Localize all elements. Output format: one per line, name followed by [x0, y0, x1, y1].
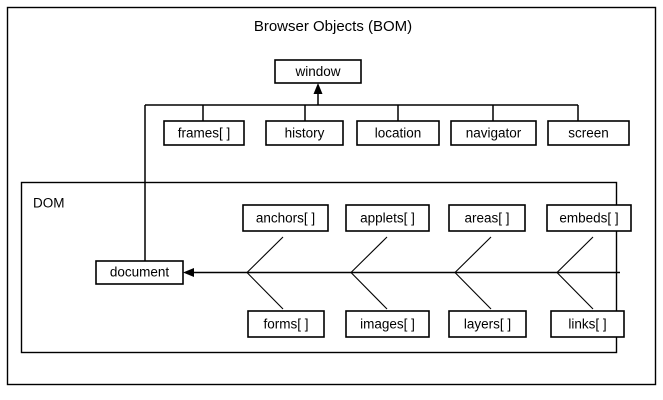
node-layers[interactable]: layers[ ] — [448, 310, 527, 338]
node-layers-box — [448, 310, 527, 338]
node-history-box — [265, 120, 344, 146]
edge-applets-to-spine — [350, 236, 388, 273]
node-anchors[interactable]: anchors[ ] — [242, 204, 329, 232]
node-screen-label: screen — [568, 126, 609, 141]
node-frames-label: frames[ ] — [178, 126, 231, 141]
node-areas-box — [448, 204, 526, 232]
node-embeds-box — [546, 204, 632, 232]
node-screen[interactable]: screen — [547, 120, 630, 146]
node-frames[interactable]: frames[ ] — [163, 120, 245, 146]
node-forms-box — [247, 310, 325, 338]
node-location-label: location — [375, 126, 422, 141]
edge-areas-to-spine — [454, 236, 492, 273]
node-images-label: images[ ] — [360, 317, 415, 332]
node-navigator[interactable]: navigator — [450, 120, 537, 146]
dom-group-label: DOM — [33, 196, 65, 211]
node-links-box — [550, 310, 625, 338]
arrowhead-window — [313, 83, 323, 94]
arrowhead-document — [183, 268, 194, 277]
node-anchors-box — [242, 204, 329, 232]
node-screen-box — [547, 120, 630, 146]
node-embeds[interactable]: embeds[ ] — [546, 204, 632, 232]
node-applets-box — [345, 204, 430, 232]
node-frames-box — [163, 120, 245, 146]
node-areas-label: areas[ ] — [464, 211, 509, 226]
edge-anchors-to-spine — [246, 236, 284, 273]
node-images[interactable]: images[ ] — [345, 310, 430, 338]
page-title: Browser Objects (BOM) — [254, 18, 412, 35]
node-links[interactable]: links[ ] — [550, 310, 625, 338]
node-location-box — [356, 120, 440, 146]
edge-images-to-spine — [350, 272, 388, 310]
edge-links-to-spine — [556, 272, 594, 310]
node-embeds-label: embeds[ ] — [559, 211, 618, 226]
node-navigator-label: navigator — [466, 126, 522, 141]
node-applets[interactable]: applets[ ] — [345, 204, 430, 232]
node-navigator-box — [450, 120, 537, 146]
node-applets-label: applets[ ] — [360, 211, 415, 226]
edge-layers-to-spine — [454, 272, 492, 310]
node-history-label: history — [285, 126, 325, 141]
edge-forms-to-spine — [246, 272, 284, 310]
node-links-label: links[ ] — [568, 317, 606, 332]
edge-embeds-to-spine — [556, 236, 594, 273]
node-forms-label: forms[ ] — [263, 317, 308, 332]
node-document-label: document — [110, 265, 170, 280]
node-layers-label: layers[ ] — [464, 317, 511, 332]
dom-group-box — [20, 181, 618, 354]
node-window-label: window — [294, 64, 340, 79]
node-location[interactable]: location — [356, 120, 440, 146]
node-anchors-label: anchors[ ] — [256, 211, 315, 226]
node-images-box — [345, 310, 430, 338]
node-window[interactable]: window — [274, 59, 362, 84]
outer-frame — [6, 6, 657, 386]
node-areas[interactable]: areas[ ] — [448, 204, 526, 232]
node-history[interactable]: history — [265, 120, 344, 146]
node-forms[interactable]: forms[ ] — [247, 310, 325, 338]
node-document[interactable]: document — [95, 260, 184, 285]
